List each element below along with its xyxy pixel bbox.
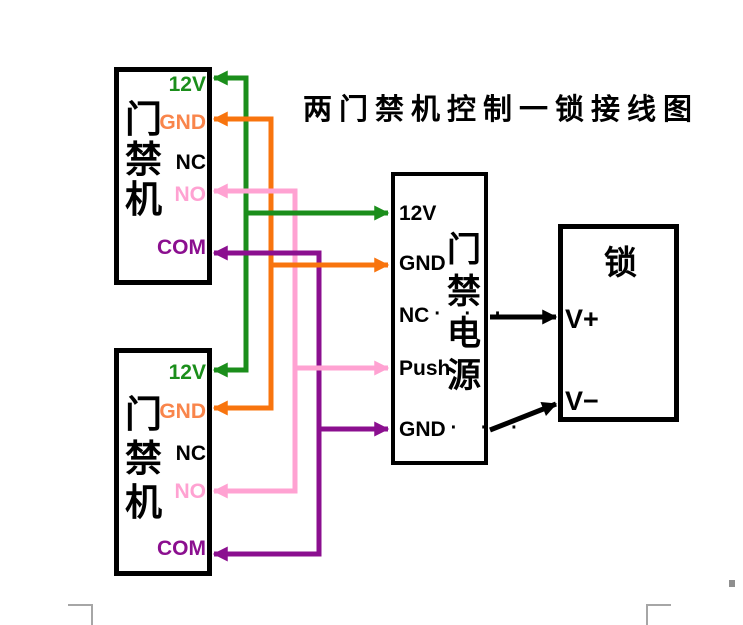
reader-top-terminal-no: NO xyxy=(174,183,207,206)
reader-bottom-name: 门 禁 机 xyxy=(125,394,162,523)
psu-terminal-push: Push xyxy=(399,357,451,380)
dotted-leader: · · · xyxy=(450,417,527,439)
diagram-title: 两门禁机控制一锁接线图 xyxy=(303,94,700,126)
reader-bottom-terminal-com: COM xyxy=(157,537,206,560)
lock-box: 锁 V+ V− xyxy=(558,224,679,422)
dotted-leader: · · · xyxy=(434,303,511,325)
psu-terminal-gnd2: GND · · · xyxy=(399,417,527,441)
psu-terminal-nc: NC · · · xyxy=(399,303,511,327)
reader-top-terminal-gnd: GND xyxy=(159,111,206,134)
page-margin-mark-right xyxy=(646,604,671,625)
reader-top-terminal-com: COM xyxy=(157,236,206,259)
reader-top-box: 门 禁 机 12V GND NC NO COM xyxy=(114,67,212,285)
reader-bottom-terminal-gnd: GND xyxy=(159,400,206,423)
power-supply-name: 门 禁 电 源 xyxy=(447,231,481,395)
edge-artifact xyxy=(729,580,735,587)
lock-terminal-vminus: V− xyxy=(565,386,599,416)
reader-bottom-terminal-nc: NC xyxy=(175,442,206,465)
reader-top-terminal-12v: 12V xyxy=(168,73,206,96)
reader-bottom-terminal-12v: 12V xyxy=(168,361,206,384)
page-margin-mark-left xyxy=(68,604,93,625)
lock-terminal-vplus: V+ xyxy=(565,304,599,334)
reader-top-name: 门 禁 机 xyxy=(125,99,162,220)
power-supply-box: 门 禁 电 源 12V GND NC · · · Push GND · · · xyxy=(391,172,527,465)
lock-name: 锁 xyxy=(604,244,637,281)
reader-bottom-terminal-no: NO xyxy=(174,480,207,503)
psu-terminal-gnd: GND xyxy=(399,252,446,275)
reader-top-terminal-nc: NC xyxy=(175,151,206,174)
psu-terminal-12v: 12V xyxy=(399,202,437,225)
reader-bottom-box: 门 禁 机 12V GND NC NO COM xyxy=(114,348,212,576)
